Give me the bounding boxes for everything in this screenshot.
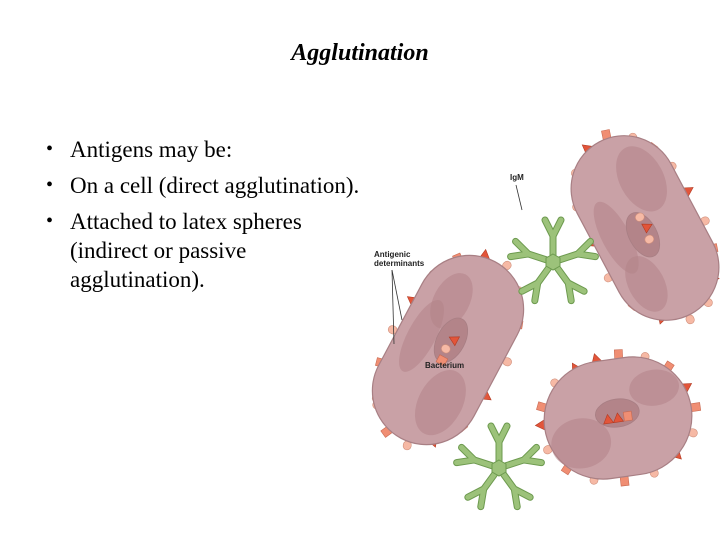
internalized-antigens bbox=[595, 398, 640, 428]
bacterium-shading bbox=[593, 201, 639, 274]
antigen-icon bbox=[534, 419, 546, 431]
label-group: IgM Antigenic determinants Bacterium bbox=[374, 173, 524, 370]
antigen-icon bbox=[644, 234, 655, 244]
antigen-icon bbox=[690, 402, 702, 413]
bacteria-group bbox=[371, 129, 720, 487]
bacterium bbox=[371, 248, 525, 451]
antigen-icon bbox=[622, 410, 633, 422]
bullet-text: Attached to latex spheres (indirect or p… bbox=[70, 209, 302, 292]
slide-title: Agglutination bbox=[291, 40, 429, 66]
igm-pointer-line bbox=[515, 184, 523, 211]
bullet-item: • On a cell (direct agglutination). bbox=[42, 171, 362, 200]
igm-label: IgM bbox=[510, 173, 524, 182]
bullet-dot: • bbox=[46, 210, 54, 232]
antigen-icon bbox=[448, 336, 461, 347]
bullet-text: On a cell (direct agglutination). bbox=[70, 173, 360, 198]
bullet-dot: • bbox=[46, 138, 54, 160]
bullet-text: Antigens may be: bbox=[70, 137, 233, 162]
bullet-list: • Antigens may be: • On a cell (direct agg… bbox=[42, 135, 362, 301]
agglutination-illustration: IgM Antigenic determinants Bacterium bbox=[371, 129, 720, 511]
bacterium-label: Bacterium bbox=[425, 361, 464, 370]
antigen-icon bbox=[619, 475, 630, 487]
bacterium-shading bbox=[399, 299, 444, 372]
antigenic-determinants-label-line2: determinants bbox=[374, 259, 425, 268]
antigen-icon bbox=[641, 223, 653, 234]
bullet-dot: • bbox=[46, 174, 54, 196]
bacterium-shading bbox=[414, 370, 466, 436]
igm-group bbox=[453, 216, 599, 511]
antigen-pointer-line bbox=[391, 269, 395, 345]
igm-antibody bbox=[507, 216, 599, 305]
bacterium-shading bbox=[551, 418, 612, 469]
bacterium bbox=[570, 129, 720, 325]
antigen-icon bbox=[613, 412, 625, 424]
internalized-antigens bbox=[433, 317, 469, 367]
antigen-pointer-line bbox=[391, 269, 403, 321]
bacterium-shading bbox=[629, 369, 680, 406]
internalized-antigens bbox=[625, 212, 661, 258]
antigenic-determinants-label-line1: Antigenic bbox=[374, 250, 411, 259]
antigen-icon bbox=[441, 344, 451, 354]
igm-antibody bbox=[453, 422, 545, 511]
bullet-item: • Attached to latex spheres (indirect or … bbox=[42, 207, 362, 294]
antigen-icon bbox=[435, 354, 449, 367]
antigen-icon bbox=[635, 212, 645, 222]
antigen-icon bbox=[603, 413, 615, 425]
bacterium bbox=[534, 349, 702, 487]
bacterium-shading bbox=[616, 146, 667, 212]
bullet-item: • Antigens may be: bbox=[42, 135, 362, 164]
